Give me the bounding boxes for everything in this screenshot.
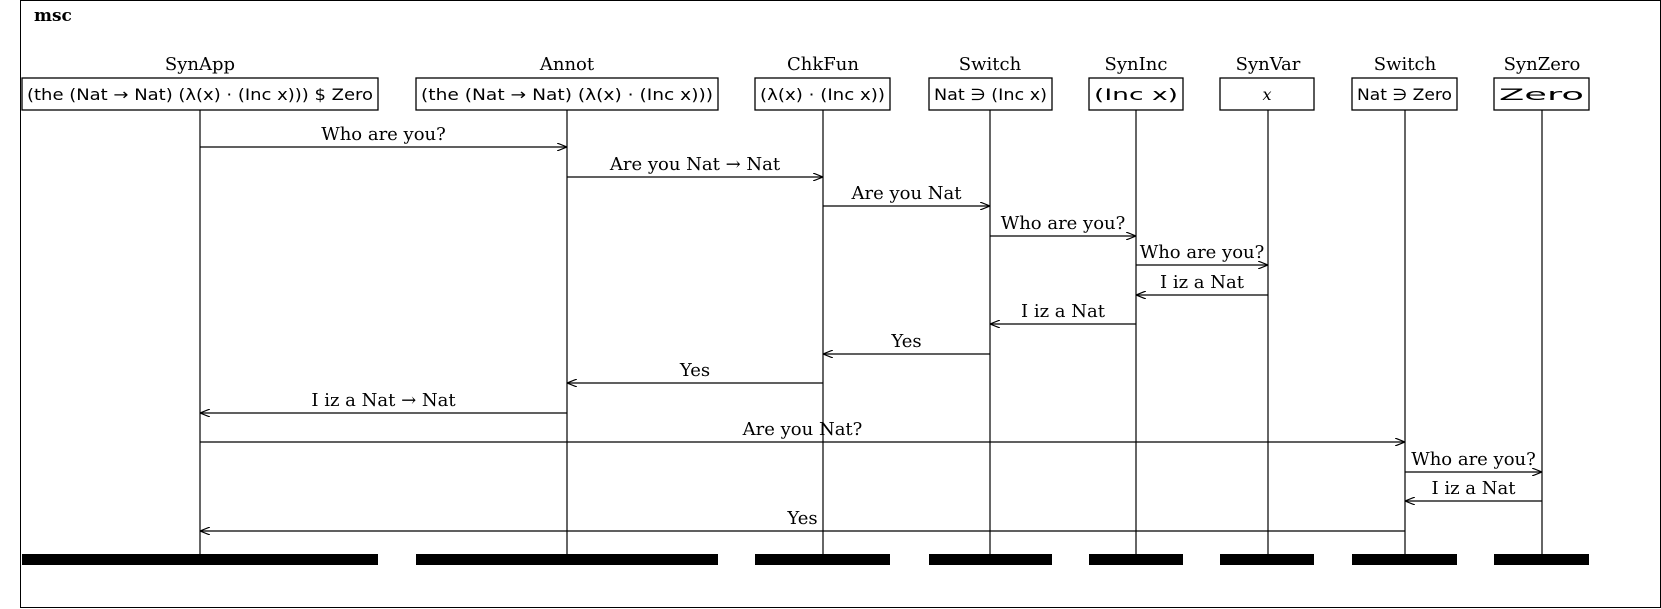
instance-box [21, 77, 379, 111]
message-arrow: Yes [824, 331, 990, 354]
instance-box-label: Nat ∋ Zero [1357, 85, 1452, 104]
instance-end-bar [1494, 554, 1589, 565]
message-label: Yes [679, 360, 710, 381]
instance-end-bar [755, 554, 890, 565]
message-arrow: Who are you? [1405, 449, 1541, 472]
instance-chkfun: ChkFun (λ(x) · (Inc x)) [754, 54, 891, 565]
instance-name: SynZero [1504, 54, 1581, 75]
message-arrow: Who are you? [1136, 242, 1267, 265]
message-arrow: Who are you? [200, 124, 566, 147]
message-arrow: Yes [201, 508, 1405, 531]
instance-name: Switch [959, 54, 1022, 75]
instance-box-label: (the (Nat → Nat) (λ(x) · (Inc x))) [421, 85, 713, 104]
message-label: Are you Nat [850, 183, 962, 204]
message-arrow: Who are you? [990, 213, 1135, 236]
message-label: Who are you? [1140, 242, 1265, 263]
instance-box-label: (the (Nat → Nat) (λ(x) · (Inc x))) $ Zer… [27, 85, 373, 104]
message-arrow: I iz a Nat [1137, 272, 1268, 295]
message-arrow: I iz a Nat [1406, 478, 1542, 501]
instance-box-label: (Inc x) [1094, 85, 1178, 104]
instance-name: SynInc [1105, 54, 1168, 75]
message-label: I iz a Nat [1432, 478, 1517, 499]
instance-name: SynVar [1236, 54, 1301, 75]
message-label: Who are you? [1001, 213, 1126, 234]
instance-name: SynApp [165, 54, 235, 75]
instance-box-label: (λ(x) · (Inc x)) [760, 85, 885, 104]
instance-box [1493, 77, 1590, 111]
instance-box-label: x [1262, 85, 1271, 104]
instance-box-label: Nat ∋ (Inc x) [934, 85, 1047, 104]
msc-title: msc [34, 6, 72, 26]
instance-end-bar [929, 554, 1052, 565]
message-arrow: I iz a Nat [991, 301, 1136, 324]
instance-name: Annot [539, 54, 595, 75]
message-label: I iz a Nat [1021, 301, 1106, 322]
message-label: Yes [890, 331, 921, 352]
instance-box [1219, 77, 1315, 111]
message-arrow: Yes [568, 360, 823, 383]
message-arrow: I iz a Nat → Nat [201, 390, 567, 413]
instance-end-bar [1220, 554, 1314, 565]
message-label: Who are you? [1411, 449, 1536, 470]
instance-box [1088, 77, 1184, 111]
instance-name: Switch [1374, 54, 1437, 75]
instance-annot: Annot (the (Nat → Nat) (λ(x) · (Inc x))) [415, 54, 719, 565]
instance-syninc: SynInc (Inc x) [1088, 54, 1184, 565]
instance-box [415, 77, 719, 111]
message-label: Who are you? [321, 124, 446, 145]
message-arrow: Are you Nat → Nat [567, 154, 822, 177]
instance-box [1351, 77, 1458, 111]
instance-end-bar [1089, 554, 1183, 565]
message-arrow: Are you Nat? [200, 419, 1404, 442]
instance-synvar: SynVar x [1219, 54, 1315, 565]
instance-end-bar [1352, 554, 1457, 565]
instance-box [928, 77, 1053, 111]
message-label: Are you Nat → Nat [609, 154, 781, 175]
instance-end-bar [416, 554, 718, 565]
message-label: Are you Nat? [742, 419, 863, 440]
message-label: Yes [786, 508, 817, 529]
message-arrow: Are you Nat [823, 183, 989, 206]
instance-name: ChkFun [787, 54, 859, 75]
instance-box-label: Zero [1499, 85, 1584, 104]
message-label: I iz a Nat [1160, 272, 1245, 293]
instance-synapp: SynApp (the (Nat → Nat) (λ(x) · (Inc x)))… [21, 54, 379, 565]
instance-end-bar [22, 554, 378, 565]
message-label: I iz a Nat → Nat [311, 390, 456, 411]
